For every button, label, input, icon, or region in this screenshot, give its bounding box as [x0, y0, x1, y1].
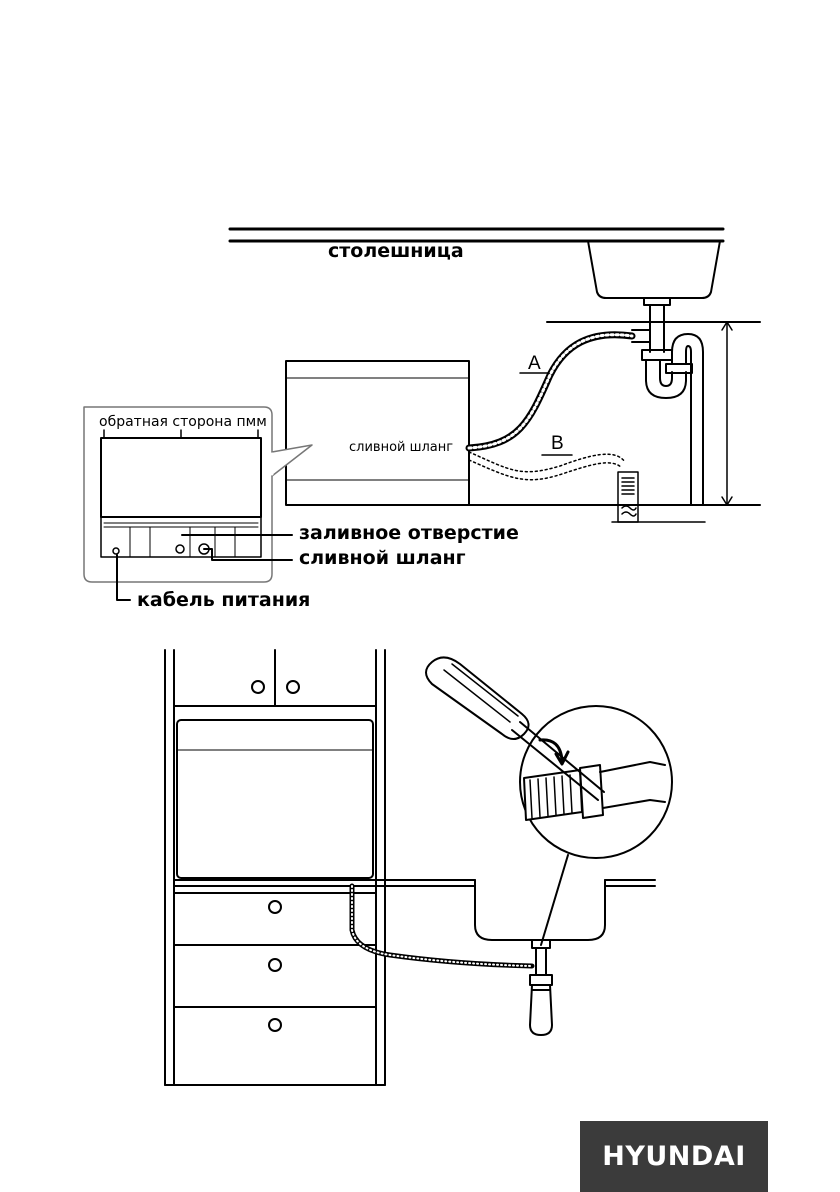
point-a-label: A — [528, 354, 541, 373]
magnifier-leader — [541, 855, 568, 945]
sink-bowl — [588, 241, 720, 298]
fill-opening-label: заливное отверстие — [299, 524, 519, 543]
sink-drain-outlet — [644, 298, 670, 305]
logo-text: HYUNDAI — [602, 1141, 746, 1172]
power-cable-label: кабель питания — [137, 591, 310, 610]
countertop-lower — [174, 880, 655, 886]
countertop-label: столешница — [328, 242, 464, 261]
lower-siphon — [530, 940, 552, 1035]
point-b-label: B — [551, 434, 564, 453]
lower-drain-hose — [352, 886, 532, 966]
drain-hose-a-ribs — [469, 335, 632, 448]
dishwasher-body — [286, 361, 469, 505]
back-side-callout — [84, 407, 312, 582]
drain-hose-label: сливной шланг — [299, 549, 466, 568]
back-side-label: обратная сторона пмм — [99, 415, 267, 429]
kitchen-cabinet — [165, 650, 385, 1085]
height-dimension — [722, 322, 732, 505]
siphon-pipe — [632, 305, 703, 505]
countertop — [230, 229, 723, 241]
drain-hose-a — [469, 335, 632, 448]
lower-sink — [475, 880, 605, 940]
hyundai-logo: HYUNDAI — [580, 1121, 768, 1192]
drain-hose-small-label: сливной шланг — [349, 441, 453, 454]
